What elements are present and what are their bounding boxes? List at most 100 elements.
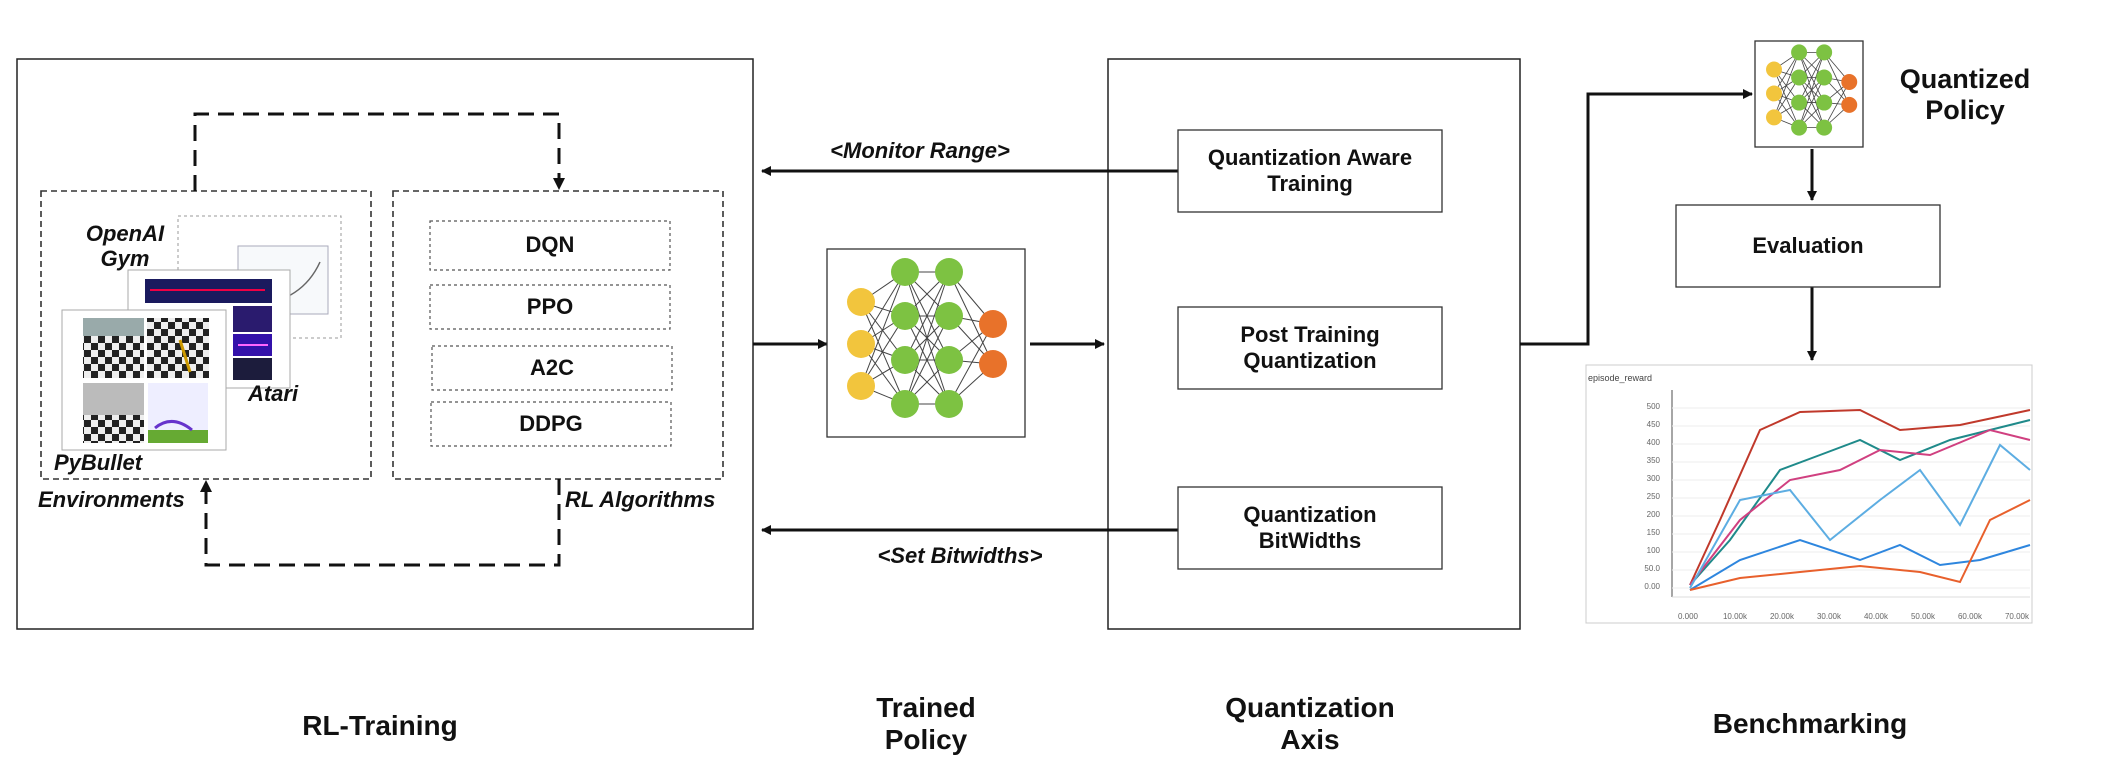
plot-curve [1689, 419, 2031, 586]
network-node [935, 390, 963, 418]
plot-curve [1689, 538, 2031, 591]
qat-box [1177, 129, 1443, 213]
plot-x-tick: 70.00k [2004, 612, 2030, 621]
network-edge [1823, 81, 1850, 128]
plot-curve [1689, 428, 2031, 586]
algo-ddpg: DDPG [519, 410, 583, 436]
plot-curve [1689, 408, 2031, 586]
plot-x-tick: 60.00k [1957, 612, 1983, 621]
quantized-policy-label: Quantized Policy [1880, 64, 2050, 126]
rl-training-section-label: RL-Training [302, 710, 458, 741]
plot-x-tick: 30.00k [1816, 612, 1842, 621]
plot-curve [1689, 443, 2031, 589]
network-edge [904, 271, 950, 361]
benchmark-plot [1585, 364, 2033, 624]
plot-y-tick: 300 [1646, 474, 1660, 483]
ptq-label: Post Training Quantization [1240, 321, 1380, 373]
network-node [847, 288, 875, 316]
network-edge [1773, 69, 1800, 128]
network-node [979, 350, 1007, 378]
bitwidths-box [1177, 486, 1443, 570]
network-node [891, 302, 919, 330]
network-edge [1798, 52, 1825, 128]
network-node [891, 258, 919, 286]
evaluation-box [1675, 204, 1941, 288]
network-edge [1773, 52, 1800, 94]
network-node [935, 258, 963, 286]
network-node [891, 346, 919, 374]
plot-y-tick: 50.0 [1644, 564, 1660, 573]
network-node [1841, 74, 1858, 91]
network-edge [1823, 52, 1850, 106]
set-bitwidths-label: <Set Bitwidths> [877, 543, 1043, 568]
network-node [935, 346, 963, 374]
network-edge [1798, 77, 1825, 128]
quantization-axis-line1: Quantization [1225, 692, 1395, 723]
network-node [847, 372, 875, 400]
plot-y-tick: 500 [1646, 402, 1660, 411]
algo-box-a2c [431, 345, 673, 391]
network-node [1766, 61, 1782, 78]
network-edge [860, 271, 906, 387]
plot-x-tick: 40.00k [1863, 612, 1889, 621]
plot-y-tick: 0.00 [1644, 582, 1660, 591]
network-edge [1773, 52, 1800, 118]
pybullet-thumbnail [61, 309, 227, 451]
openai-gym-label: OpenAI Gym [85, 221, 165, 272]
network-edge [904, 315, 950, 405]
atari-label: Atari [247, 381, 299, 406]
algo-box-ppo [429, 284, 671, 330]
monitor-range-label: <Monitor Range> [830, 138, 1010, 163]
plot-x-tick: 20.00k [1769, 612, 1795, 621]
network-node [1791, 44, 1808, 61]
network-edge [904, 271, 950, 405]
benchmarking-section-label: Benchmarking [1712, 708, 1908, 739]
algo-a2c: A2C [529, 354, 574, 380]
qat-label: Quantization Aware Training [1207, 144, 1413, 196]
quantized-policy-line1: Quantized [1899, 64, 2031, 94]
rl-algorithms-label: RL Algorithms [565, 487, 716, 512]
plot-y-tick: 400 [1646, 438, 1660, 447]
trained-policy-line1: Trained [876, 692, 976, 723]
plot-y-tick: 100 [1646, 546, 1660, 555]
algo-box-ddpg [430, 401, 672, 447]
network-node [1816, 69, 1833, 86]
plot-x-tick: 0.000 [1677, 612, 1699, 621]
quantization-axis-line2: Axis [1280, 724, 1340, 756]
network-node [1766, 109, 1782, 126]
plot-y-tick: 450 [1646, 420, 1660, 429]
ptq-box [1177, 306, 1443, 390]
network-node [979, 310, 1007, 338]
quantized-policy-line2: Policy [1925, 95, 2005, 126]
network-node [1791, 119, 1808, 136]
network-edge [948, 323, 994, 405]
network-node [1816, 44, 1833, 61]
quantization-axis-section-label: Quantization Axis [1200, 692, 1420, 756]
plot-x-tick: 50.00k [1910, 612, 1936, 621]
plot-x-tick: 10.00k [1722, 612, 1748, 621]
network-node [1841, 96, 1858, 113]
network-node [1791, 94, 1808, 111]
trained-policy-line2: Policy [884, 724, 968, 756]
network-edge [1798, 52, 1825, 103]
algo-box-dqn [429, 220, 671, 271]
plot-curve [1689, 499, 2031, 591]
plot-y-tick: 200 [1646, 510, 1660, 519]
environments-box [40, 190, 372, 480]
quantized-policy-network [1766, 44, 1858, 136]
network-node [1791, 69, 1808, 86]
trained-policy-network [847, 258, 1007, 418]
plot-y-tick: 350 [1646, 456, 1660, 465]
algo-dqn: DQN [525, 232, 575, 258]
network-node [1766, 85, 1782, 102]
network-edge [860, 271, 906, 345]
trained-policy-section-label: Trained Policy [856, 692, 996, 756]
network-node [891, 390, 919, 418]
plot-y-tick: 250 [1646, 492, 1660, 501]
environments-label: Environments [38, 487, 185, 512]
bottom-loop-arrow [204, 479, 561, 567]
top-loop-arrow [193, 112, 561, 191]
network-node [1816, 119, 1833, 136]
evaluation-label: Evaluation [1752, 232, 1864, 258]
network-edge [860, 301, 906, 405]
